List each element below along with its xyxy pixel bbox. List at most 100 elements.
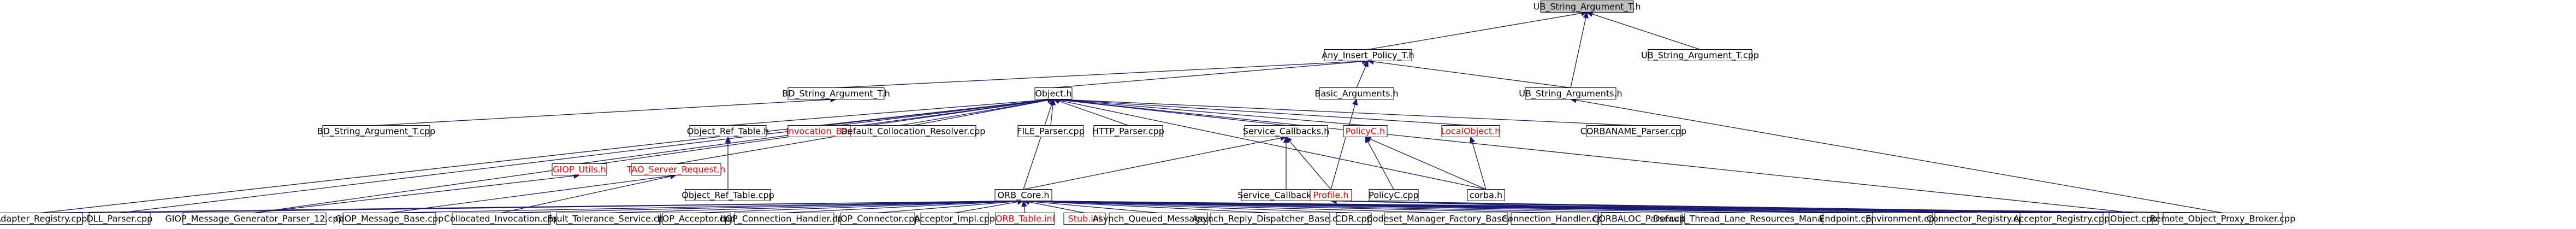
node-box[interactable] (631, 163, 721, 175)
node-box[interactable] (1093, 125, 1163, 137)
node-box[interactable] (88, 213, 151, 225)
node-box[interactable] (994, 189, 1052, 201)
node-connector_registry_cpp[interactable]: Connector_Registry.cpp (1927, 213, 2029, 225)
node-label: BD_String_Argument_T.h (782, 89, 890, 99)
node-corbaloc_parser_cpp[interactable]: CORBALOC_Parser.cpp (1592, 213, 1691, 225)
node-ub_string_argument_t_h[interactable]: UB_String_Argument_T.h (1533, 1, 1641, 13)
node-basic_arguments_h[interactable]: Basic_Arguments.h (1314, 87, 1399, 99)
node-box[interactable] (662, 213, 731, 225)
node-iiop_acceptor_cpp[interactable]: IIOP_Acceptor.cpp (657, 213, 736, 225)
node-box[interactable] (1511, 213, 1599, 225)
node-box[interactable] (1063, 213, 1106, 225)
node-box[interactable] (1336, 213, 1372, 225)
node-orb_table_inl[interactable]: ORB_Table.inl (995, 213, 1055, 225)
node-iiop_connection_handler_cpp[interactable]: IIOP_Connection_Handler.cpp (720, 213, 848, 225)
node-box[interactable] (342, 213, 436, 225)
node-box[interactable] (1319, 87, 1394, 99)
node-box[interactable] (1310, 189, 1352, 201)
node-box[interactable] (1244, 125, 1328, 137)
node-ub_string_arguments_h[interactable]: UB_String_Arguments.h (1519, 87, 1622, 99)
node-label: Default_Thread_Lane_Resources_Manager.cp… (1653, 214, 1855, 225)
node-dll_parser_cpp[interactable]: DLL_Parser.cpp (87, 213, 153, 225)
node-box[interactable] (1324, 49, 1412, 61)
node-box[interactable] (1648, 49, 1752, 61)
node-box[interactable] (1441, 125, 1500, 137)
node-giop_message_base_cpp[interactable]: GIOP_Message_Base.cpp (335, 213, 444, 225)
node-invocation_base_h[interactable]: Invocation_Base.h (786, 125, 866, 137)
node-bd_string_argument_t_h[interactable]: BD_String_Argument_T.h (782, 87, 890, 99)
node-box[interactable] (1109, 213, 1208, 225)
node-corbaname_parser_cpp[interactable]: CORBANAME_Parser.cpp (1580, 125, 1686, 137)
node-box[interactable] (2109, 213, 2159, 225)
node-box[interactable] (840, 213, 915, 225)
node-box[interactable] (1384, 213, 1508, 225)
node-connection_handler_cpp[interactable]: Connection_Handler.cpp (1502, 213, 1608, 225)
node-default_thread_lane_resources_manager_cpp[interactable]: Default_Thread_Lane_Resources_Manager.cp… (1653, 213, 1855, 225)
node-box[interactable] (556, 213, 661, 225)
node-box[interactable] (1017, 125, 1084, 137)
node-cdr_cpp[interactable]: CDR.cpp (1335, 213, 1372, 225)
node-profile_h[interactable]: Profile.h (1310, 189, 1352, 201)
node-any_insert_policy_t_h[interactable]: Any_Insert_Policy_T.h (1322, 49, 1414, 61)
node-object_ref_table_h[interactable]: Object_Ref_Table.h (687, 125, 769, 137)
node-box[interactable] (182, 213, 327, 225)
node-codeset_manager_factory_base_cpp[interactable]: Codeset_Manager_Factory_Base.cpp (1366, 213, 1526, 225)
node-box[interactable] (1034, 87, 1073, 99)
node-box[interactable] (1601, 213, 1683, 225)
node-acceptor_impl_cpp[interactable]: Acceptor_Impl.cpp (914, 213, 995, 225)
node-adapter_registry_cpp[interactable]: Adapter_Registry.cpp (0, 213, 87, 225)
node-policyc_cpp[interactable]: PolicyC.cpp (1369, 189, 1419, 201)
node-file_parser_cpp[interactable]: FILE_Parser.cpp (1017, 125, 1085, 137)
node-iiop_connector_cpp[interactable]: IIOP_Connector.cpp (836, 213, 920, 225)
node-box[interactable] (1369, 189, 1419, 201)
node-box[interactable] (689, 125, 767, 137)
edge-policyc_h-to-object_h (1058, 99, 1366, 126)
node-remote_object_proxy_broker_cpp[interactable]: Remote_Object_Proxy_Broker.cpp (2150, 213, 2296, 225)
node-bd_string_argument_t_cpp[interactable]: BD_String_Argument_T.cpp (317, 125, 436, 137)
node-endpoint_cpp[interactable]: Endpoint.cpp (1819, 213, 1877, 225)
node-box[interactable] (1467, 189, 1505, 201)
node-asynch_queued_message_cpp[interactable]: Asynch_Queued_Message.cpp (1093, 213, 1224, 225)
node-object_cpp[interactable]: Object.cpp (2109, 213, 2159, 225)
node-collocated_invocation_cpp[interactable]: Collocated_Invocation.cpp (444, 213, 559, 225)
node-giop_message_generator_parser_12_cpp[interactable]: GIOP_Message_Generator_Parser_12.cpp (165, 213, 344, 225)
node-box[interactable] (1343, 125, 1388, 137)
node-orb_core_h[interactable]: ORB_Core.h (994, 189, 1052, 201)
node-object_h[interactable]: Object.h (1034, 87, 1073, 99)
node-corba_h[interactable]: corba.h (1467, 189, 1505, 201)
node-environment_cpp[interactable]: Environment.cpp (1866, 213, 1940, 225)
node-ub_string_argument_t_cpp[interactable]: UB_String_Argument_T.cpp (1641, 49, 1759, 61)
node-box[interactable] (1540, 1, 1634, 13)
node-box[interactable] (2163, 213, 2283, 225)
node-object_ref_table_cpp[interactable]: Object_Ref_Table.cpp (682, 189, 774, 201)
edge-orb_core_h-to-service_callbacks_h (1023, 137, 1281, 190)
node-box[interactable] (2020, 213, 2104, 225)
node-box[interactable] (1586, 125, 1681, 137)
node-box[interactable] (685, 189, 771, 201)
node-box[interactable] (787, 87, 885, 99)
node-acceptor_registry_cpp[interactable]: Acceptor_Registry.cpp (2014, 213, 2110, 225)
node-asynch_reply_dispatcher_base_cpp[interactable]: Asynch_Reply_Dispatcher_Base.cpp (1192, 213, 1348, 225)
edge-giop_message_base_cpp-to-tao_server_request_h (389, 175, 671, 214)
node-box[interactable] (920, 213, 989, 225)
node-stub_inl[interactable]: Stub.inl (1063, 213, 1106, 225)
node-policyc_h[interactable]: PolicyC.h (1343, 125, 1388, 137)
node-http_parser_cpp[interactable]: HTTP_Parser.cpp (1092, 125, 1164, 137)
node-box[interactable] (850, 125, 976, 137)
node-giop_utils_h[interactable]: GIOP_Utils.h (552, 163, 607, 175)
node-label: GIOP_Utils.h (553, 165, 606, 175)
node-localobject_h[interactable]: LocalObject.h (1441, 125, 1501, 137)
node-box[interactable] (452, 213, 551, 225)
node-box[interactable] (0, 213, 83, 225)
node-service_callbacks_h[interactable]: Service_Callbacks.h (1243, 125, 1330, 137)
node-box[interactable] (1525, 87, 1616, 99)
node-box[interactable] (995, 213, 1055, 225)
node-tao_server_request_h[interactable]: TAO_Server_Request.h (626, 163, 725, 175)
node-box[interactable] (552, 163, 607, 175)
node-box[interactable] (1210, 213, 1330, 225)
node-box[interactable] (322, 125, 430, 137)
node-box[interactable] (1872, 213, 1933, 225)
node-default_collocation_resolver_cpp[interactable]: Default_Collocation_Resolver.cpp (841, 125, 986, 137)
node-fault_tolerance_service_cpp[interactable]: Fault_Tolerance_Service.cpp (547, 213, 670, 225)
node-box[interactable] (734, 213, 834, 225)
